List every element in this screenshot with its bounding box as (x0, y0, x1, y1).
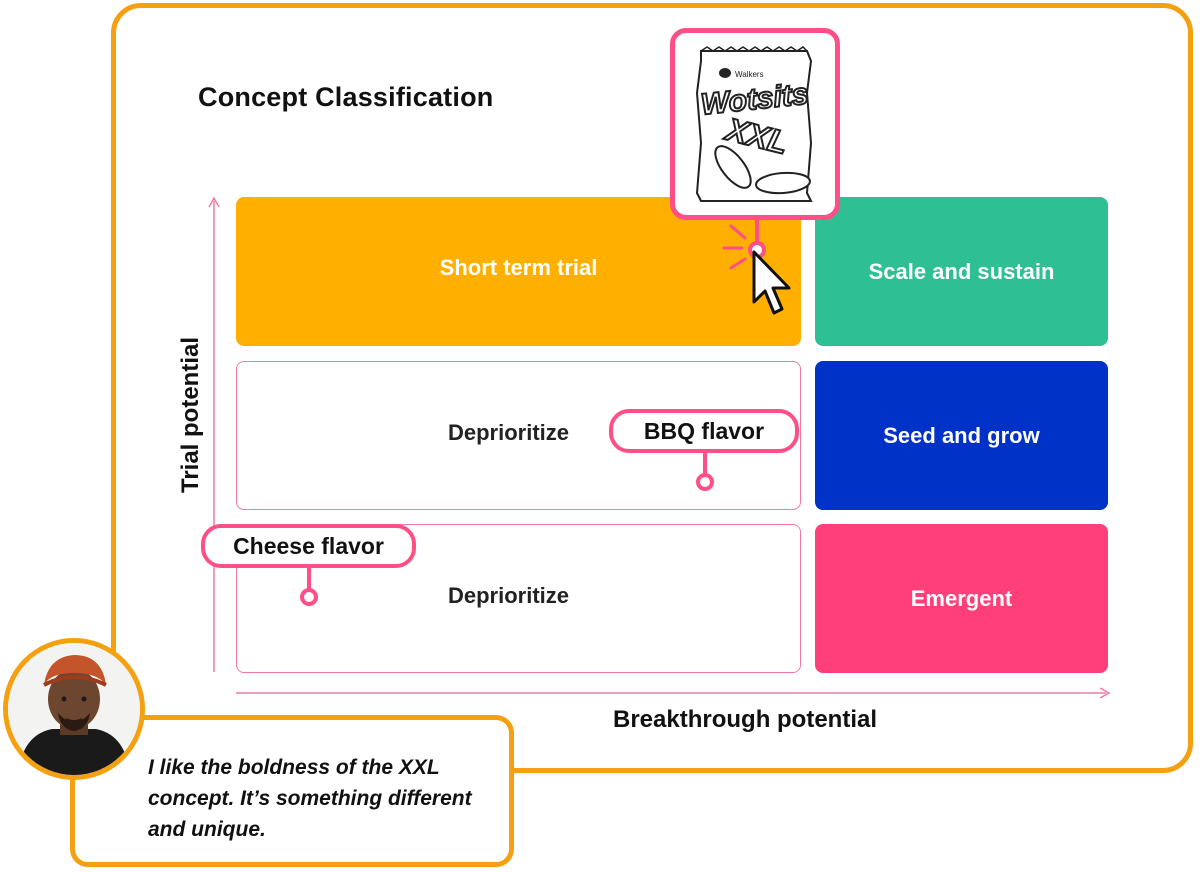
quadrant-deprioritize-top-label: Deprioritize (448, 420, 570, 445)
tag-cheese-flavor[interactable]: Cheese flavor (201, 524, 416, 568)
x-axis-label: Breakthrough potential (613, 706, 878, 733)
page-title: Concept Classification (198, 82, 494, 112)
quadrant-seed-and-grow[interactable]: Seed and grow (815, 361, 1108, 510)
product-bag-sketch: Walkers Wotsits XXL (695, 46, 813, 202)
quadrant-emergent[interactable]: Emergent (815, 524, 1108, 673)
avatar-photo (8, 643, 140, 775)
product-brand: Walkers (735, 70, 764, 79)
quadrant-short-term-trial[interactable] (236, 197, 801, 346)
quote-card (70, 715, 514, 867)
cursor-icon (752, 250, 791, 315)
quadrant-deprioritize-bottom-label: Deprioritize (448, 583, 570, 608)
avatar (3, 638, 145, 780)
quote-text: I like the boldness of the XXL concept. … (148, 756, 472, 841)
tag-bbq-flavor[interactable]: BBQ flavor (609, 409, 799, 453)
quadrant-short-term-trial-label: Short term trial (439, 255, 598, 280)
quadrant-scale-and-sustain[interactable]: Scale and sustain (815, 197, 1108, 346)
product-card[interactable]: Walkers Wotsits XXL (670, 28, 840, 220)
